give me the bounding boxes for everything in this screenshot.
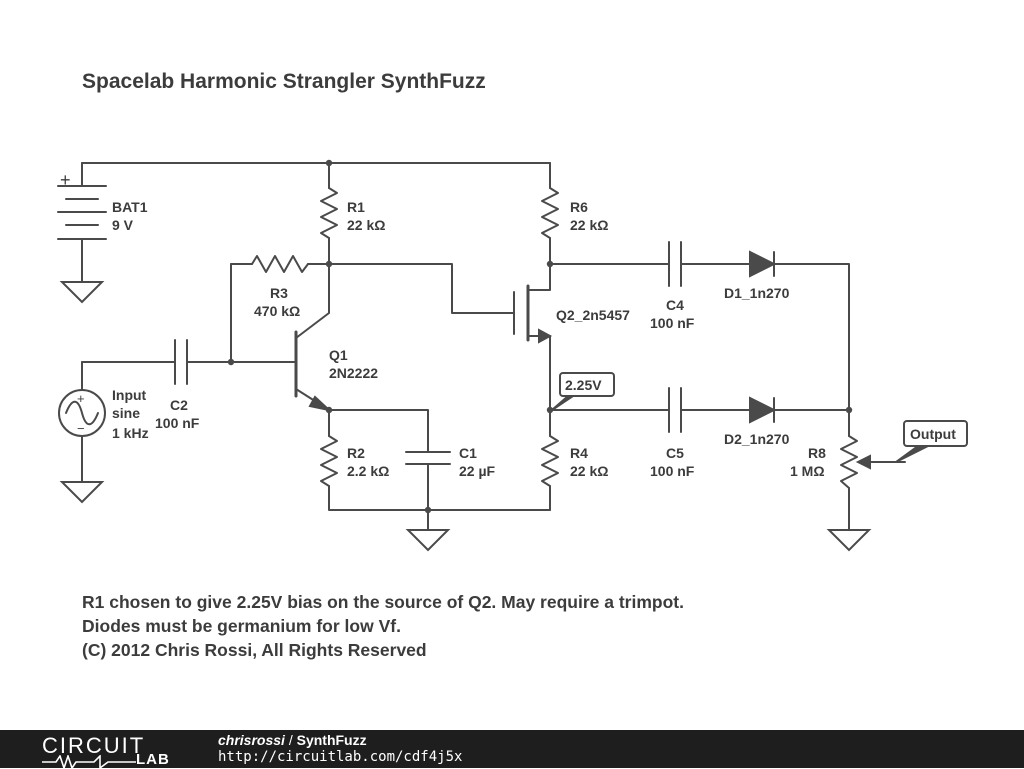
q2-name: Q2_2n5457 (556, 307, 630, 323)
source-label-3: 1 kHz (112, 425, 149, 441)
r2-name: R2 (347, 445, 365, 461)
diagram-title: Spacelab Harmonic Strangler SynthFuzz (82, 70, 486, 93)
output-tag: Output (895, 420, 968, 463)
note-line: (C) 2012 Chris Rossi, All Rights Reserve… (82, 640, 427, 660)
potentiometer-r8: R8 1 MΩ (790, 435, 871, 489)
transistor-q2: Q2_2n5457 (513, 284, 630, 344)
project-name[interactable]: SynthFuzz (296, 732, 367, 748)
logo-text-circuit: CIRCUIT (42, 733, 146, 758)
r4-name: R4 (570, 445, 588, 461)
resistor-r4: R4 22 kΩ (541, 435, 608, 487)
source-label-2: sine (112, 405, 140, 421)
battery-bat1: + BAT1 9 V (57, 170, 148, 240)
circuitlab-logo[interactable]: CIRCUIT LAB (42, 733, 192, 769)
footer-bar: CIRCUIT LAB chrisrossi / SynthFuzz http:… (0, 730, 1024, 769)
resistor-r1: R1 22 kΩ (320, 187, 385, 239)
logo-text-lab: LAB (136, 751, 170, 768)
c1-name: C1 (459, 445, 477, 461)
capacitor-c2: C2 100 nF (155, 339, 200, 431)
notes-block: R1 chosen to give 2.25V bias on the sour… (82, 590, 684, 662)
capacitor-c4: C4 100 nF (650, 241, 695, 331)
ground-bat1 (59, 281, 105, 304)
project-url[interactable]: http://circuitlab.com/cdf4j5x (218, 749, 463, 765)
svg-text:−: − (77, 421, 85, 436)
r2-value: 2.2 kΩ (347, 463, 389, 479)
bat1-name: BAT1 (112, 199, 148, 215)
r3-value: 470 kΩ (254, 303, 300, 319)
ground-source (59, 481, 105, 504)
q1-value: 2N2222 (329, 365, 378, 381)
c5-value: 100 nF (650, 463, 695, 479)
bat1-value: 9 V (112, 217, 134, 233)
output-tag-text: Output (910, 426, 956, 442)
svg-text:+: + (77, 391, 85, 406)
c1-value: 22 µF (459, 463, 496, 479)
ground-c1 (405, 529, 451, 552)
c4-value: 100 nF (650, 315, 695, 331)
r4-value: 22 kΩ (570, 463, 608, 479)
junctions (227, 159, 853, 514)
resistor-r3: R3 470 kΩ (251, 255, 309, 319)
transistor-q1: Q1 2N2222 (294, 330, 378, 412)
c2-value: 100 nF (155, 415, 200, 431)
r1-name: R1 (347, 199, 365, 215)
q1-name: Q1 (329, 347, 348, 363)
bias-tag-text: 2.25V (565, 377, 602, 393)
c2-name: C2 (170, 397, 188, 413)
author-link[interactable]: chrisrossi (218, 732, 285, 748)
r1-value: 22 kΩ (347, 217, 385, 233)
r3-name: R3 (270, 285, 288, 301)
d1-name: D1_1n270 (724, 285, 790, 301)
byline-separator: / (284, 732, 297, 748)
diode-d2: D2_1n270 (724, 396, 790, 447)
waveform-icon (42, 755, 136, 769)
note-line: Diodes must be germanium for low Vf. (82, 616, 401, 636)
wires (81, 162, 906, 531)
r6-value: 22 kΩ (570, 217, 608, 233)
resistor-r2: R2 2.2 kΩ (320, 435, 389, 487)
diode-d1: D1_1n270 (724, 250, 790, 301)
source-label-1: Input (112, 387, 147, 403)
d2-name: D2_1n270 (724, 431, 790, 447)
c4-name: C4 (666, 297, 684, 313)
note-line: R1 chosen to give 2.25V bias on the sour… (82, 592, 684, 612)
byline: chrisrossi / SynthFuzz (218, 732, 367, 748)
r8-value: 1 MΩ (790, 463, 825, 479)
sine-source-input: + − Input sine 1 kHz (58, 387, 149, 441)
resistor-r6: R6 22 kΩ (541, 187, 608, 239)
r8-name: R8 (808, 445, 826, 461)
ground-r8 (826, 529, 872, 552)
capacitor-c5: C5 100 nF (650, 387, 695, 479)
bias-voltage-tag: 2.25V (551, 372, 615, 411)
r6-name: R6 (570, 199, 588, 215)
capacitor-c1: C1 22 µF (405, 445, 496, 479)
schematic-canvas: + BAT1 9 V + − Input sine 1 kHz C2 100 n… (57, 159, 968, 552)
c5-name: C5 (666, 445, 684, 461)
battery-plus-sign: + (60, 170, 71, 190)
